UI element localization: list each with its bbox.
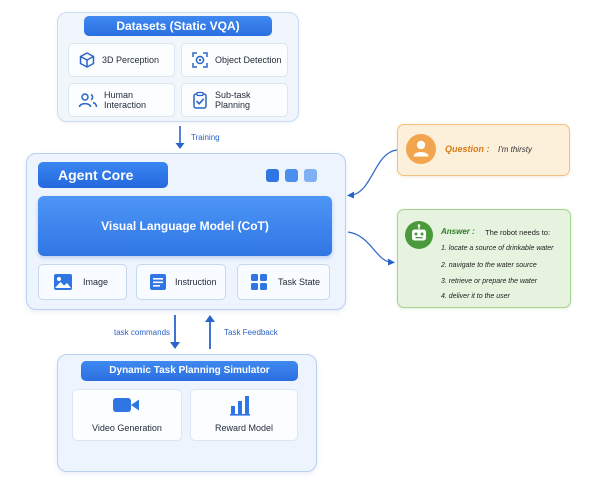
sim-video-generation bbox=[72, 389, 182, 441]
bar-chart-icon bbox=[230, 396, 250, 416]
clipboard-check-icon bbox=[193, 91, 207, 109]
connector-arrows bbox=[347, 149, 398, 266]
status-dot bbox=[285, 169, 298, 182]
dataset-3d-perception: 3D Perception bbox=[68, 43, 175, 77]
input-label: Task State bbox=[278, 277, 321, 287]
document-icon bbox=[150, 274, 166, 290]
answer-step: 3. retrieve or prepare the water bbox=[441, 278, 538, 285]
grid-icon bbox=[251, 274, 267, 290]
simulator-title: Dynamic Task Planning Simulator bbox=[81, 361, 298, 381]
training-arrow bbox=[175, 126, 185, 149]
cube-icon bbox=[79, 52, 95, 68]
people-icon bbox=[78, 93, 98, 108]
answer-step: 2. navigate to the water source bbox=[441, 262, 537, 269]
task-commands-label: task commands bbox=[114, 328, 171, 337]
input-task-state: Task State bbox=[237, 264, 330, 300]
dataset-label: Object Detection bbox=[215, 55, 282, 65]
dataset-label: Sub-task Planning bbox=[215, 90, 251, 110]
input-label: Image bbox=[83, 277, 109, 287]
dataset-label: 3D Perception bbox=[102, 55, 160, 65]
task-feedback-arrow bbox=[205, 315, 215, 349]
sim-label: Reward Model bbox=[214, 423, 274, 433]
robot-icon bbox=[405, 221, 433, 249]
answer-label: Answer : bbox=[441, 227, 475, 236]
vlm-block: Visual Language Model (CoT) bbox=[38, 196, 332, 256]
task-feedback-label: Task Feedback bbox=[224, 328, 278, 337]
video-camera-icon bbox=[113, 398, 139, 412]
agent-core-title: Agent Core bbox=[38, 162, 168, 188]
training-label: Training bbox=[191, 133, 220, 142]
input-instruction: Instruction bbox=[136, 264, 226, 300]
input-label: Instruction bbox=[175, 277, 217, 287]
question-text: I'm thirsty bbox=[498, 145, 532, 154]
dataset-sub-task-planning: Sub-task Planning bbox=[181, 83, 288, 117]
sim-label: Video Generation bbox=[92, 423, 162, 433]
person-icon bbox=[406, 134, 436, 164]
status-dot bbox=[304, 169, 317, 182]
datasets-title: Datasets (Static VQA) bbox=[84, 16, 272, 36]
dataset-label: Human Interaction bbox=[104, 90, 147, 110]
answer-intro: The robot needs to: bbox=[485, 228, 551, 237]
answer-step: 4. deliver it to the user bbox=[441, 293, 510, 300]
answer-step: 1. locate a source of drinkable water bbox=[441, 245, 554, 252]
dataset-human-interaction: Human Interaction bbox=[68, 83, 175, 117]
input-image: Image bbox=[38, 264, 127, 300]
target-icon bbox=[192, 52, 208, 68]
status-dot bbox=[266, 169, 279, 182]
task-commands-arrow bbox=[170, 315, 180, 349]
question-label: Question : bbox=[445, 144, 490, 154]
image-icon bbox=[54, 274, 72, 290]
dataset-object-detection: Object Detection bbox=[181, 43, 288, 77]
